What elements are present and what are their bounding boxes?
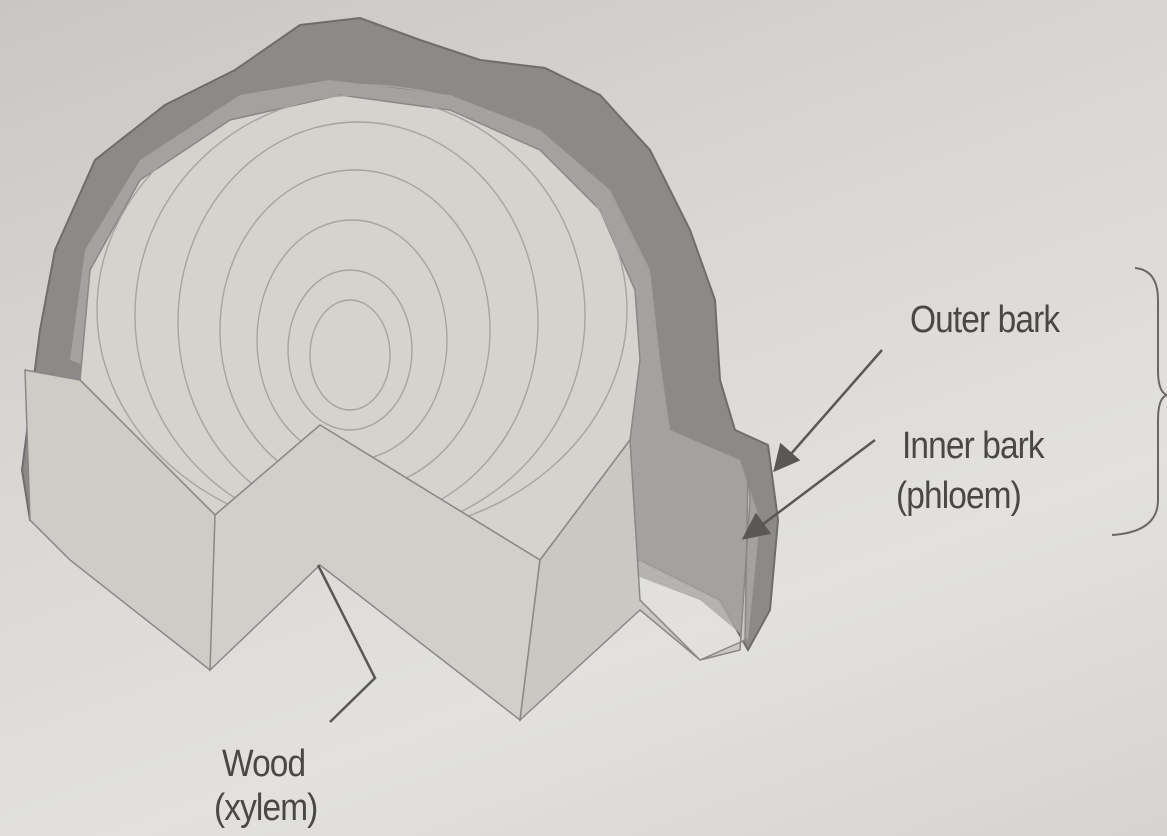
bark-brace bbox=[1112, 268, 1167, 535]
wood-label: Wood bbox=[222, 742, 305, 786]
outer-bark-leader bbox=[790, 350, 882, 455]
phloem-label: (phloem) bbox=[896, 474, 1021, 518]
outer-bark-label: Outer bark bbox=[910, 298, 1059, 342]
xylem-label: (xylem) bbox=[214, 786, 317, 830]
inner-bark-label: Inner bark bbox=[902, 424, 1044, 468]
